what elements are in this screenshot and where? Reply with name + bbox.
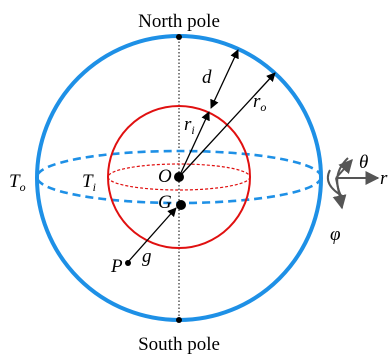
t-o-label: To xyxy=(9,171,26,194)
phi-label: φ xyxy=(330,224,341,245)
r-i-label: ri xyxy=(184,114,195,137)
o-label: O xyxy=(158,166,172,187)
theta-label: θ xyxy=(359,152,368,173)
phi-arrow xyxy=(332,177,347,210)
inner-sphere xyxy=(107,105,251,249)
phi-arc xyxy=(326,169,345,198)
g-dot xyxy=(176,200,186,210)
d-label: d xyxy=(202,67,212,88)
g-vector-label: g xyxy=(142,246,152,267)
local-frame xyxy=(326,157,380,210)
north-pole-dot xyxy=(176,34,182,40)
t-i-label: Ti xyxy=(82,171,96,194)
r-o-arrow xyxy=(178,72,276,178)
p-dot xyxy=(125,260,131,266)
d-arrow xyxy=(210,49,239,109)
r-i-arrow xyxy=(178,111,210,178)
r-o-label: ro xyxy=(253,91,266,114)
r-unit-label: r xyxy=(380,168,388,189)
g-arrow xyxy=(127,207,177,263)
south-pole-label: South pole xyxy=(138,334,220,355)
north-pole-label: North pole xyxy=(138,11,220,32)
south-pole-dot xyxy=(176,317,182,323)
theta-arrow xyxy=(335,158,353,179)
center-o-dot xyxy=(174,172,184,182)
g-point-label: G xyxy=(158,192,172,213)
p-label: P xyxy=(110,256,123,277)
